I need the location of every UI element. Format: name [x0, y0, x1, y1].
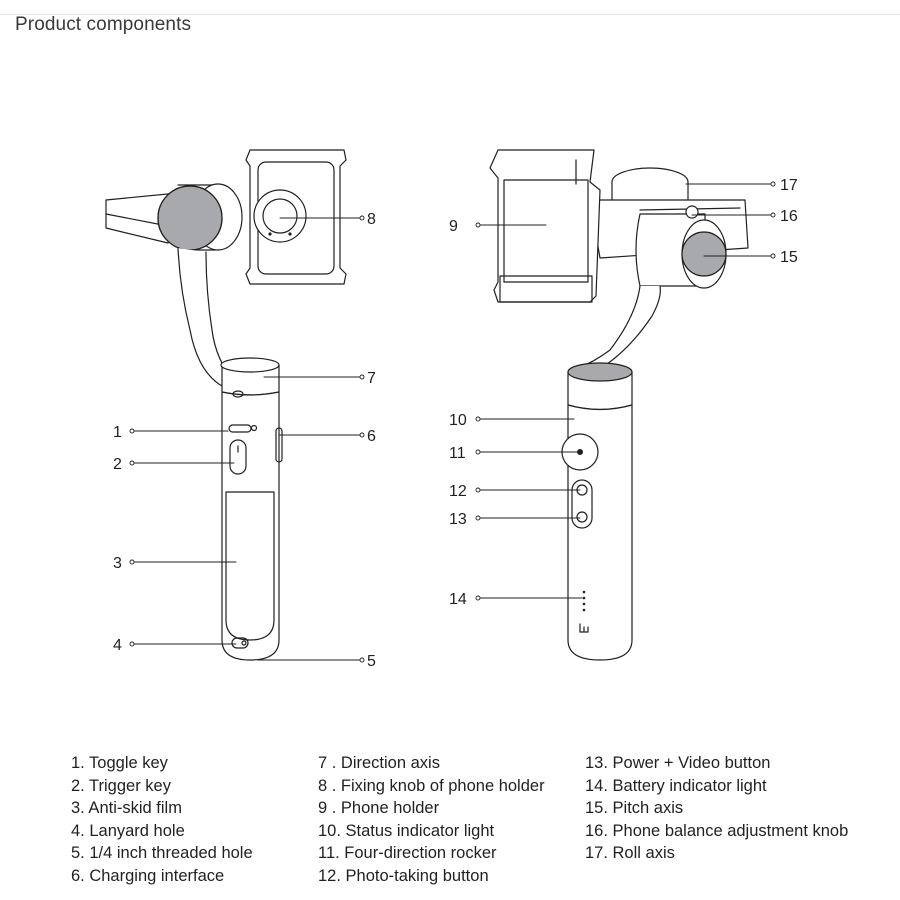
callout-10: 10 [449, 412, 467, 429]
legend-item: 12. Photo-taking button [318, 866, 489, 885]
legend-item: 13. Power + Video button [585, 754, 771, 772]
callout-15: 15 [780, 249, 798, 266]
callout-8: 8 [367, 211, 376, 228]
callout-3: 3 [113, 555, 122, 572]
legend-item: 10. Status indicator light [318, 821, 495, 840]
legend-item: 4. Lanyard hole [71, 821, 185, 840]
legend-item: 3. Anti-skid film [71, 799, 182, 818]
gimbal-back-view [489, 149, 749, 661]
callout-9: 9 [449, 218, 458, 235]
legend-item: 16. Phone balance adjustment knob [585, 821, 849, 840]
callout-4: 4 [113, 637, 122, 654]
callout-leaders [129, 181, 776, 663]
legend-item: 11. Four-direction rocker [318, 844, 497, 863]
callout-2: 2 [113, 456, 122, 473]
legend-item: 5. 1/4 inch threaded hole [71, 844, 253, 863]
legend-item: 17. Roll axis [585, 844, 675, 863]
legend-item: 15. Pitch axis [585, 799, 684, 818]
legend-item: 6. Charging interface [71, 866, 225, 885]
callout-5: 5 [367, 653, 376, 670]
callout-6: 6 [367, 428, 376, 445]
gimbal-front-view [105, 149, 347, 661]
legend-item: 8 . Fixing knob of phone holder [318, 776, 545, 795]
callout-12: 12 [449, 483, 467, 500]
header-divider [0, 14, 900, 15]
legend-item: 2. Trigger key [71, 776, 171, 795]
callout-13: 13 [449, 511, 467, 528]
legend-column-3: 13. Power + Video button 14. Battery ind… [585, 752, 848, 865]
callout-1: 1 [113, 424, 122, 441]
legend-column-2: 7 . Direction axis 8 . Fixing knob of ph… [318, 752, 545, 888]
legend-item: 9 . Phone holder [318, 799, 440, 818]
callout-7: 7 [367, 370, 376, 387]
page-title: Product components [15, 14, 192, 35]
legend-item: 14. Battery indicator light [585, 776, 767, 795]
callout-17: 17 [780, 177, 798, 194]
legend-item: 7 . Direction axis [318, 754, 440, 772]
callout-11: 11 [449, 445, 466, 462]
callout-14: 14 [449, 591, 467, 608]
legend-item: 1. Toggle key [71, 754, 168, 772]
legend-column-1: 1. Toggle key 2. Trigger key 3. Anti-ski… [71, 752, 253, 888]
callout-16: 16 [780, 208, 798, 225]
